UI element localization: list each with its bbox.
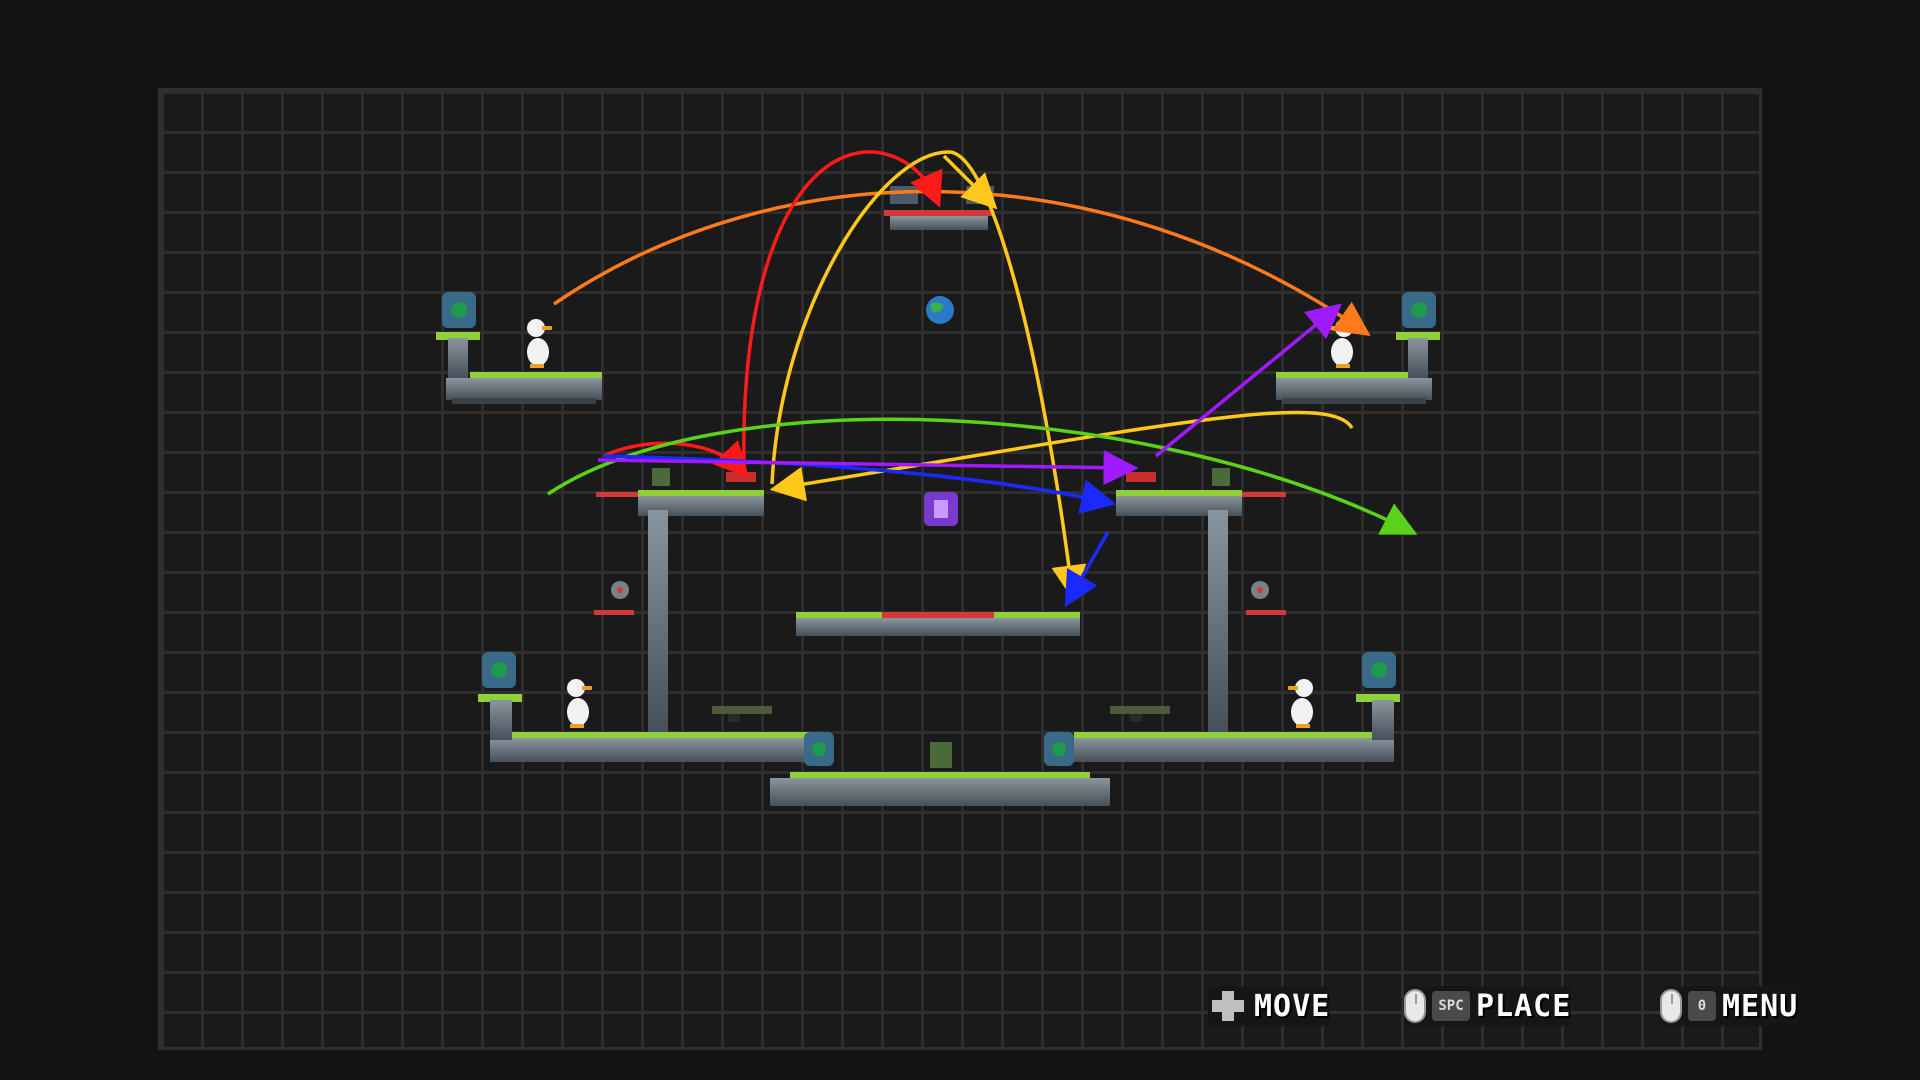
menu-key: 0: [1688, 991, 1716, 1021]
platform-bottom-left: [478, 694, 810, 762]
spawn-gem-icon: [1044, 732, 1074, 766]
arrow-yellow-return: [769, 410, 1354, 502]
duck-icon[interactable]: [1328, 319, 1353, 368]
item-spawner-icon[interactable]: [1212, 468, 1230, 486]
platform-mid-left: [596, 490, 764, 516]
pedestal-top-right-stem: [1408, 338, 1428, 378]
globe-icon[interactable]: [926, 296, 954, 324]
pillar-right: [1208, 510, 1228, 732]
hud-menu: 0 MENU: [1660, 986, 1799, 1026]
pillar-left: [648, 510, 668, 732]
pedestal-top-left: [436, 332, 480, 340]
wall-node-icon[interactable]: [611, 581, 629, 599]
arrow-green: [547, 417, 1418, 535]
pedestal-top-right: [1396, 332, 1440, 340]
arrow-yellow-top: [942, 154, 998, 210]
spawn-gem-icon: [442, 292, 476, 328]
platforms: [436, 210, 1440, 806]
path-arrows: [547, 150, 1418, 608]
ledge-left: [594, 610, 634, 615]
level-editor-grid[interactable]: [158, 88, 1762, 1050]
spawn-gem-icon: [1402, 292, 1436, 328]
duck-icon[interactable]: [527, 319, 552, 368]
place-key: SPC: [1432, 991, 1470, 1021]
platform-upper-left: [446, 372, 602, 404]
spawn-gem-icon: [1362, 652, 1396, 688]
platform-mid-right: [1116, 490, 1286, 516]
menu-label: MENU: [1722, 988, 1799, 1024]
ledge-right: [1246, 610, 1286, 615]
shotgun-icon[interactable]: [712, 706, 772, 722]
arrow-red: [742, 150, 943, 469]
arrow-purple-up: [1154, 303, 1343, 458]
duck-icon[interactable]: [1288, 679, 1313, 728]
item-spawner-icon[interactable]: [652, 468, 670, 486]
arrow-yellow-arc: [770, 150, 1087, 601]
platform-top-center: [884, 210, 994, 230]
spawn-gem-icon: [804, 732, 834, 766]
duck-icon[interactable]: [567, 679, 592, 728]
hud-place: SPC PLACE: [1404, 986, 1572, 1026]
arrow-orange: [553, 189, 1371, 336]
item-spawner-icon[interactable]: [930, 742, 952, 768]
platform-bottom-right: [1074, 694, 1400, 762]
dpad-icon: [1212, 991, 1244, 1021]
item-spawner-icon[interactable]: [890, 186, 918, 204]
blaster-icon[interactable]: [726, 472, 756, 482]
arrow-blue: [603, 454, 1117, 514]
wall-node-icon[interactable]: [1251, 581, 1269, 599]
place-label: PLACE: [1476, 988, 1572, 1024]
platform-upper-right: [1276, 372, 1432, 404]
mystery-box-icon[interactable]: [924, 492, 958, 526]
arrow-blue-down: [1064, 531, 1110, 608]
shotgun-icon[interactable]: [1110, 706, 1170, 722]
mouse-icon: [1660, 989, 1682, 1023]
arrow-purple: [597, 450, 1139, 486]
spawn-points: [442, 292, 1436, 766]
mouse-icon: [1404, 989, 1426, 1023]
platform-center: [796, 612, 1080, 636]
move-label: MOVE: [1254, 988, 1331, 1024]
spawn-gem-icon: [482, 652, 516, 688]
pedestal-top-left-stem: [448, 338, 468, 378]
platform-bottom-center: [770, 772, 1110, 806]
hud-move: MOVE: [1208, 986, 1331, 1026]
blaster-icon[interactable]: [1126, 472, 1156, 482]
